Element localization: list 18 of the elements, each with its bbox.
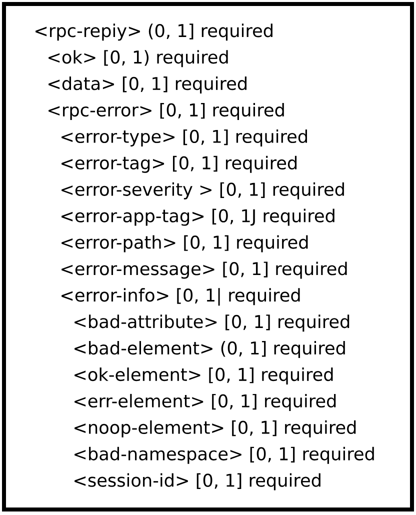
tree-entry: <error-type> [0, 1] required (62, 129, 307, 146)
tree-entry: <bad-namespace> [0, 1] required (74, 446, 374, 464)
tree-entry: <rpc-repiy> (0, 1] required (36, 24, 272, 41)
tree-entry: <error-message> [0, 1] required (62, 262, 347, 279)
tree-entry: <session-id> [0, 1] required (74, 473, 320, 490)
tree-entry: <error-tag> [0, 1] required (62, 156, 297, 173)
tree-entry: <ok> [0, 1) required (48, 50, 228, 68)
tree-entry: <ok-element> [0, 1] required (74, 368, 333, 384)
tree-entry: <error-info> [0, 1| required (62, 288, 300, 306)
tree-entry: <data> [0, 1] required (48, 76, 246, 94)
tree-entry: <err-element> [0, 1] required (74, 394, 336, 411)
tree-entry: <error-severity > [0, 1] required (62, 182, 344, 200)
tree-entry: <error-app-tag> [0, 1J required (62, 208, 334, 226)
tree-entry: <noop-element> [0, 1] required (74, 420, 356, 438)
tree-entry: <error-path> [0, 1] required (62, 235, 308, 252)
tree-entry: <bad-element> (0, 1] required (74, 341, 345, 358)
tree-entry: <rpc-error> [0, 1] required (48, 103, 284, 120)
tree-entry: <bad-attribute> [0, 1] required (74, 314, 350, 332)
